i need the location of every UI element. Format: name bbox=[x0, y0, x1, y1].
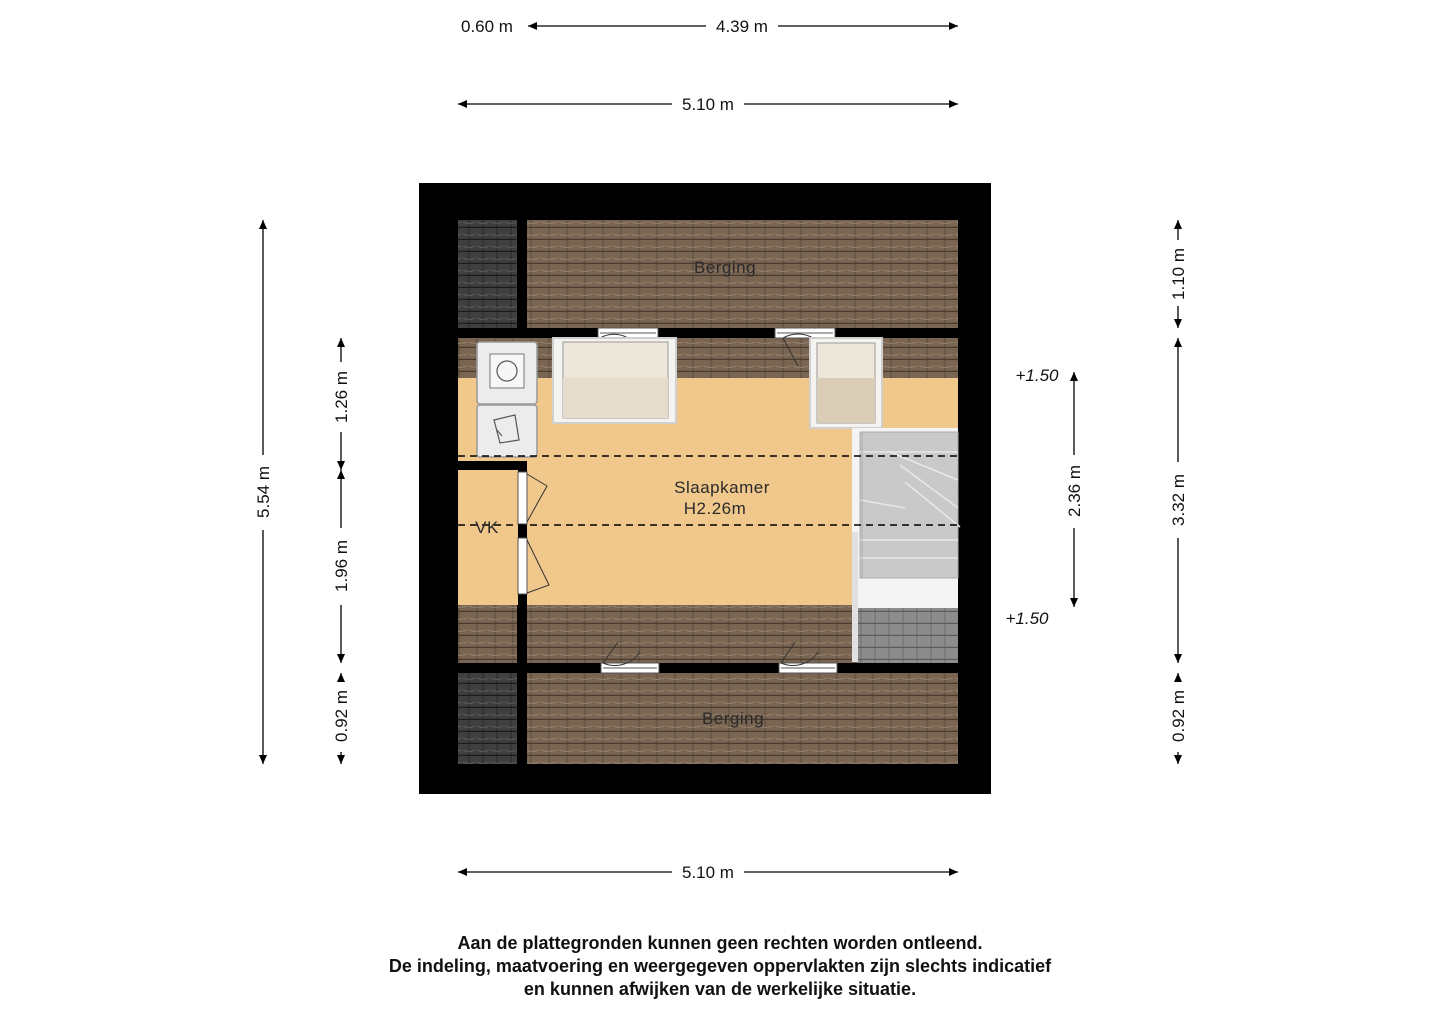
dim-left-upper: 1.26 m bbox=[332, 371, 351, 423]
dimension-left-total: 5.54 m bbox=[254, 220, 273, 764]
door-bottom-right bbox=[778, 641, 838, 674]
dryer-icon bbox=[476, 404, 538, 458]
elevation-upper: +1.50 bbox=[1015, 366, 1059, 385]
dimension-top-segments: 0.60 m 4.39 m bbox=[461, 17, 958, 36]
dim-right-lower: 0.92 m bbox=[1169, 690, 1188, 742]
disclaimer-line-3: en kunnen afwijken van de werkelijke sit… bbox=[523, 979, 917, 999]
dimension-left-segments: 1.26 m 1.96 m 0.92 m bbox=[332, 338, 351, 764]
dim-top-total: 5.10 m bbox=[682, 95, 734, 114]
dimension-bottom-total: 5.10 m bbox=[458, 863, 958, 882]
storage-top-corner bbox=[458, 220, 517, 328]
dim-left-middle: 1.96 m bbox=[332, 540, 351, 592]
room-label-storage-bottom: Berging bbox=[702, 709, 764, 728]
storage-top-roof bbox=[527, 220, 958, 328]
bedroom-roof-stair-side bbox=[858, 605, 958, 663]
elevation-lower: +1.50 bbox=[1005, 609, 1049, 628]
disclaimer: Aan de plattegronden kunnen geen rechten… bbox=[0, 932, 1440, 1001]
skylight-left bbox=[552, 337, 677, 424]
dimension-right-segments: 1.10 m 3.32 m 0.92 m bbox=[1169, 220, 1188, 764]
dim-bottom-total: 5.10 m bbox=[682, 863, 734, 882]
dim-left-total: 5.54 m bbox=[254, 466, 273, 518]
dimension-top-total: 5.10 m bbox=[458, 95, 958, 114]
dim-left-lower: 0.92 m bbox=[332, 690, 351, 742]
door-bottom-left bbox=[600, 641, 660, 674]
closet-door-lower bbox=[517, 537, 550, 595]
dim-right-stair: 2.36 m bbox=[1065, 465, 1084, 517]
wall-bottom-divider bbox=[458, 663, 958, 673]
disclaimer-line-2: De indeling, maatvoering en weergegeven … bbox=[388, 956, 1052, 976]
wall-bottom-corner bbox=[517, 605, 527, 764]
dim-top-left: 0.60 m bbox=[461, 17, 513, 36]
room-label-bedroom-height: H2.26m bbox=[684, 499, 747, 518]
disclaimer-line-1: Aan de plattegronden kunnen geen rechten… bbox=[457, 933, 983, 953]
wall-top-divider bbox=[458, 328, 958, 338]
dim-top-right: 4.39 m bbox=[716, 17, 768, 36]
dim-right-middle: 3.32 m bbox=[1169, 474, 1188, 526]
dim-right-upper: 1.10 m bbox=[1169, 248, 1188, 300]
storage-bottom-corner bbox=[458, 673, 517, 764]
closet-floor bbox=[458, 470, 518, 605]
closet-door-upper bbox=[517, 471, 548, 525]
storage-bottom-roof bbox=[527, 673, 958, 764]
room-label-bedroom: Slaapkamer bbox=[674, 478, 770, 497]
skylight-right bbox=[809, 337, 883, 429]
wall-top-corner bbox=[517, 220, 527, 328]
closet-wall-top bbox=[458, 461, 526, 470]
room-label-closet: VK bbox=[475, 518, 499, 537]
dimension-right-stair: 2.36 m bbox=[1065, 372, 1084, 607]
room-label-storage-top: Berging bbox=[694, 258, 756, 277]
door-top-right bbox=[774, 327, 836, 367]
closet-wall-side bbox=[518, 461, 527, 605]
washing-machine-icon bbox=[476, 341, 538, 405]
